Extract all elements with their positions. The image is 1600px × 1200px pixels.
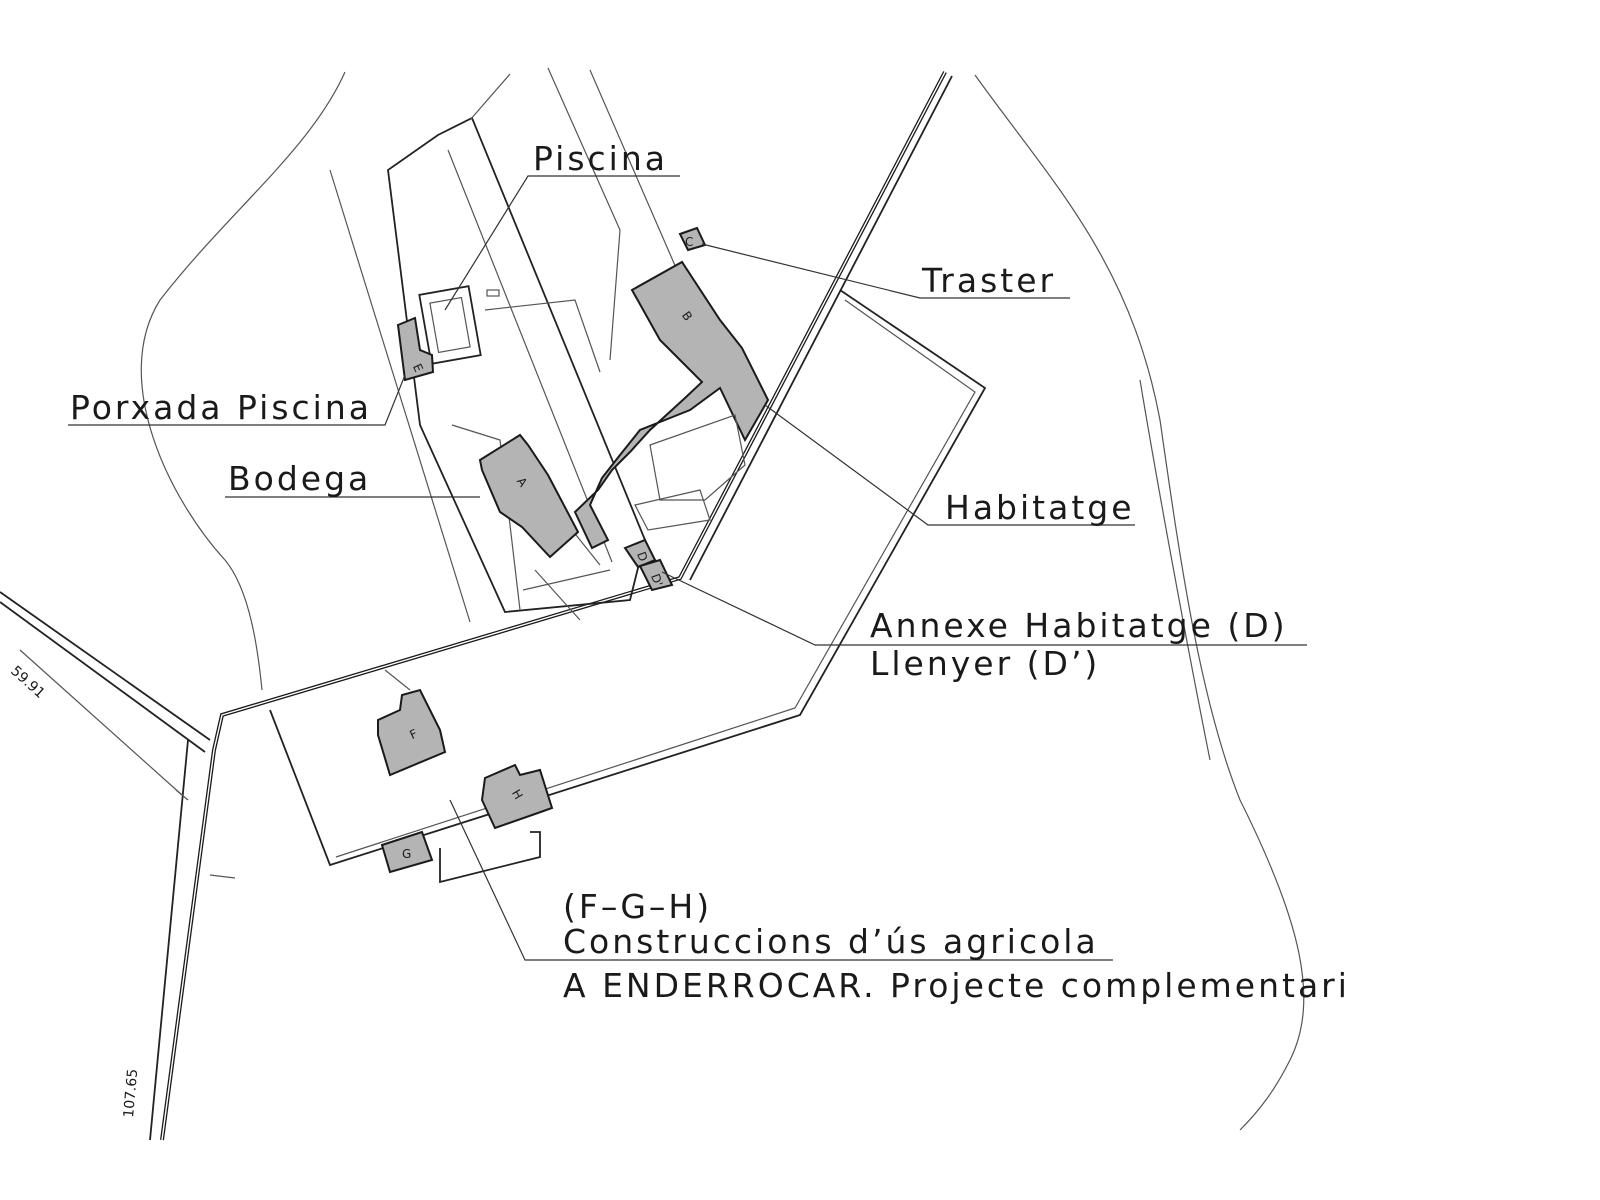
label-annexe-habitatge: Annexe Habitatge (D) [870, 606, 1288, 645]
building-d-prime-llenyer [638, 558, 674, 592]
terrain-contours [140, 71, 1305, 1131]
label-habitatge: Habitatge [945, 488, 1135, 527]
building-h [480, 763, 554, 830]
building-a-bodega [478, 433, 580, 559]
letter-d: D [634, 550, 650, 563]
letter-c: C [685, 235, 693, 249]
label-construccions: Construccions d’ús agricola [563, 922, 1099, 961]
letter-g: G [402, 847, 411, 861]
buildings [377, 226, 770, 874]
building-g [380, 830, 434, 874]
label-bodega: Bodega [228, 459, 371, 498]
label-llenyer: Llenyer (D’) [870, 644, 1100, 683]
label-piscina: Piscina [533, 139, 668, 178]
leader-lines [68, 175, 1307, 961]
dimension-107-65: 107.65 [121, 1068, 141, 1118]
label-fgh: (F–G–H) [563, 887, 712, 926]
property-walls [0, 71, 953, 1141]
swimming-pool [418, 285, 500, 365]
labels: Piscina Traster Porxada Piscina Bodega H… [70, 139, 1350, 1005]
dimensions: 59.91 107.65 [7, 649, 236, 1118]
label-traster: Traster [921, 261, 1056, 300]
building-letters: A B C D D' E F G H [402, 235, 695, 861]
label-enderrocar: A ENDERROCAR. Projecte complementari [563, 966, 1350, 1005]
enclosures [269, 67, 987, 884]
building-b-habitatge [573, 260, 770, 550]
label-porxada-piscina: Porxada Piscina [70, 388, 372, 427]
building-f [377, 688, 447, 777]
building-e-porxada [396, 316, 435, 382]
building-d-annexe [623, 538, 657, 569]
letter-d-prime: D' [648, 572, 665, 589]
